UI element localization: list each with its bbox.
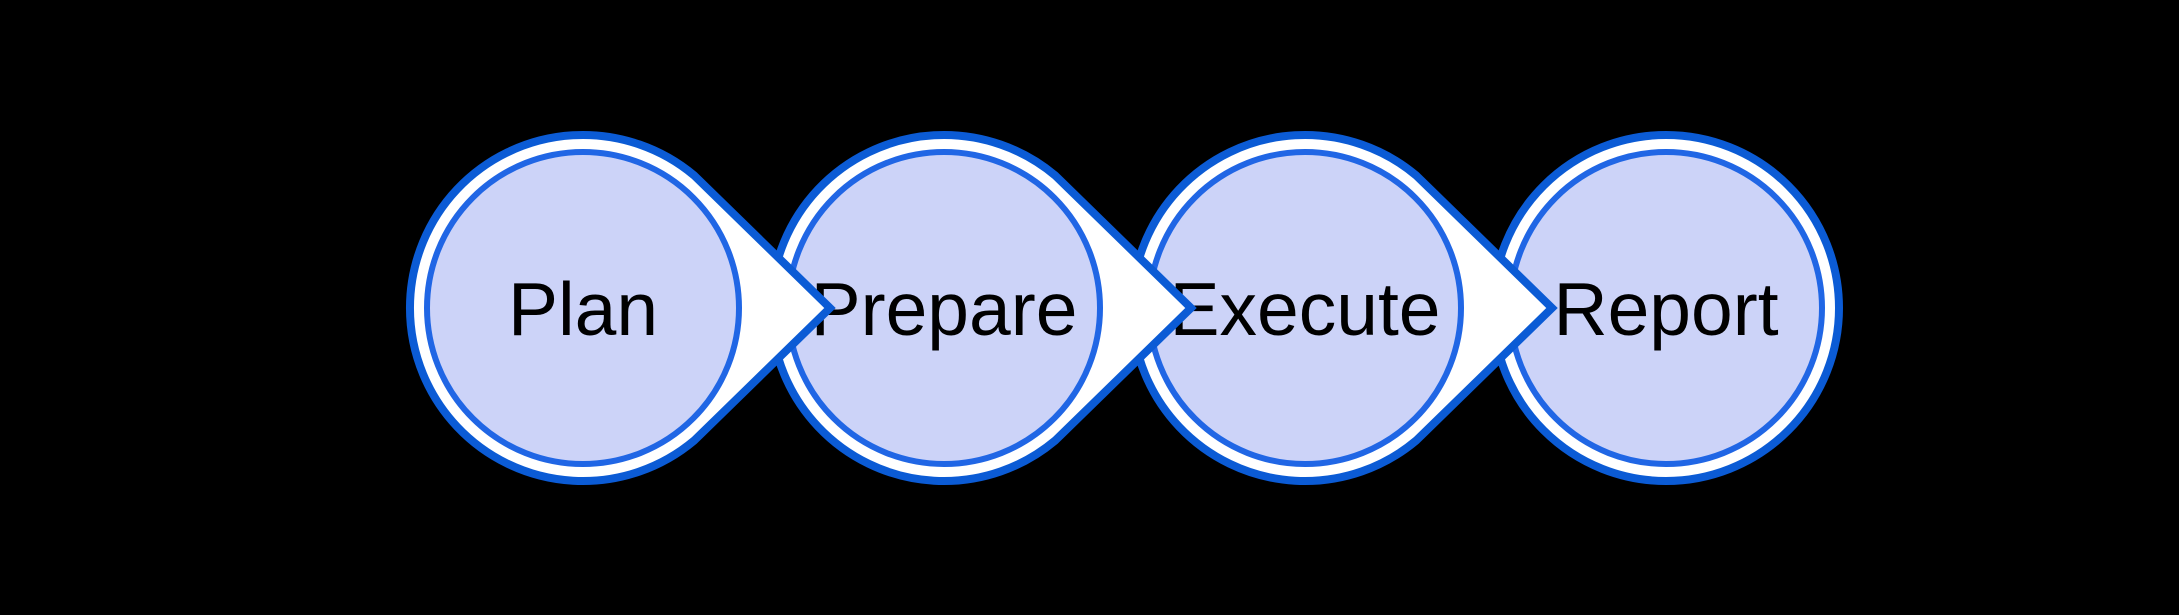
process-step-report: Report: [1489, 131, 1843, 485]
step-label-report: Report: [1553, 267, 1778, 351]
process-step-plan: Plan: [405, 131, 836, 485]
step-label-plan: Plan: [508, 267, 658, 351]
step-circle: [424, 149, 742, 467]
process-step-execute: Execute: [1127, 131, 1558, 485]
step-label-execute: Execute: [1170, 267, 1441, 351]
step-label-prepare: Prepare: [811, 267, 1078, 351]
